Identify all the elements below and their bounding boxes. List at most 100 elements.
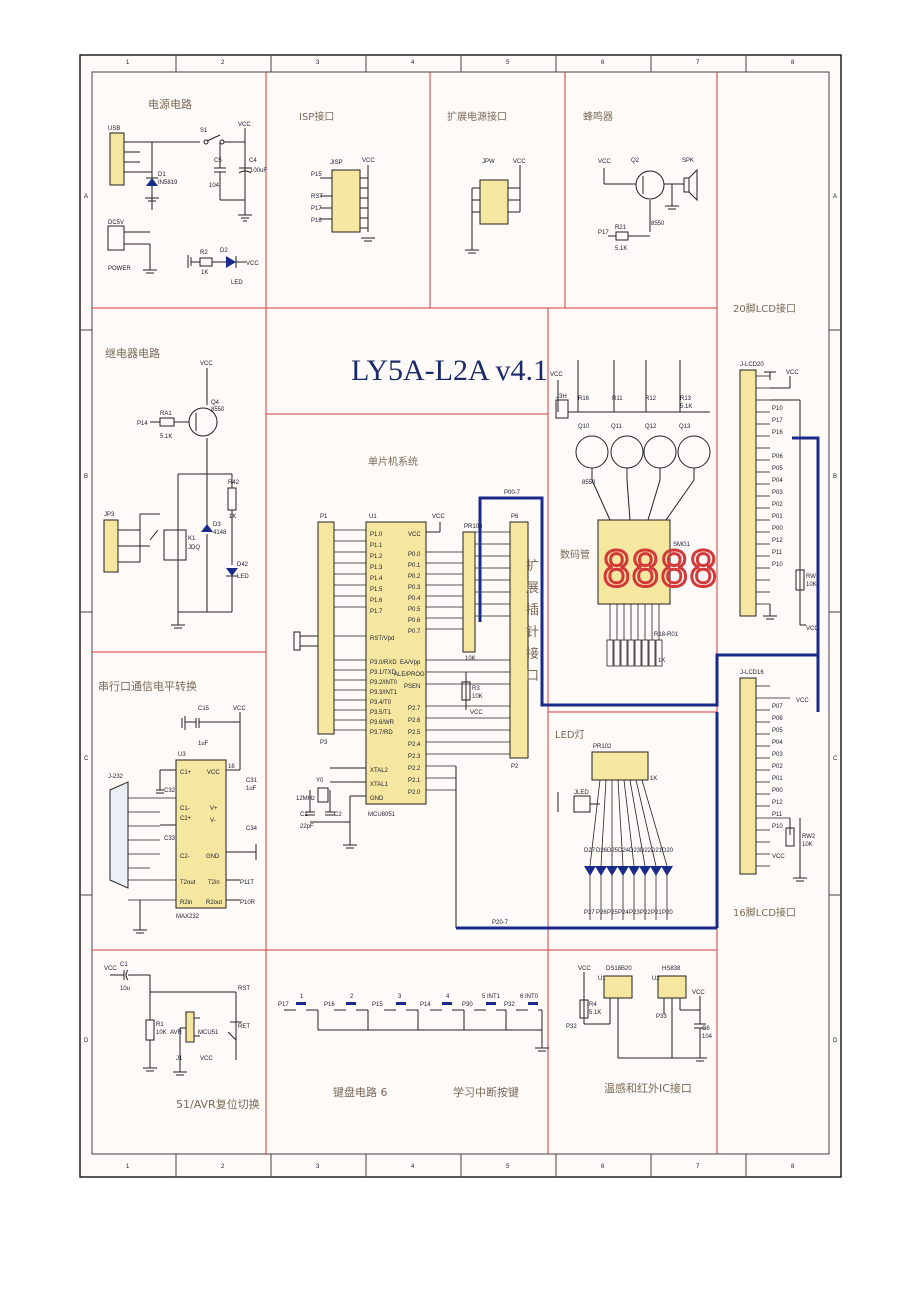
schematic-label: P06 (772, 716, 783, 722)
schematic-label: D27 (584, 848, 596, 854)
schematic-label: 4148 (213, 530, 227, 536)
reset-circuit (110, 969, 242, 1076)
schematic-label: 扩 (526, 559, 539, 574)
schematic-label: VCC (238, 122, 251, 128)
schematic-label: P2.0 (408, 790, 421, 796)
schematic-label: P3.6/WR (370, 720, 395, 726)
schematic-label: 5.1K (160, 434, 172, 440)
schematic-label: XTAL2 (370, 768, 389, 774)
schematic-label: JISP (330, 160, 343, 166)
schematic-label: R2in (180, 900, 192, 906)
schematic-label: VCC (470, 710, 483, 716)
schematic-label: VCC (408, 532, 421, 538)
schematic-label: R13 (680, 396, 692, 402)
schematic-label: MCU8051 (368, 812, 396, 818)
schematic-label: 接 (526, 646, 539, 662)
schematic-label: ALE/PROG (394, 672, 425, 678)
schematic-label: D25 (607, 848, 619, 854)
mcu-labels: U1 P1.0 P1.1 P1.2 P1.3 P1.4 P1.5 P1.6 P1… (296, 514, 519, 830)
schematic-label: P22 (640, 910, 651, 916)
isp-labels: JISP VCC P15 RST P17 P16 (311, 158, 375, 224)
schematic-label: P04 (772, 478, 783, 484)
row-label: B (833, 474, 837, 480)
schematic-label: MCU51 (198, 1030, 219, 1036)
schematic-label: P6 (511, 514, 519, 520)
lcd16-labels: J-LCD16 VCC P07 P06 P05 P04 P03 P02 P01 … (740, 670, 816, 860)
schematic-label: P0.5 (408, 607, 421, 613)
schematic-label: DC5V (108, 220, 124, 226)
schematic-label: P24 (618, 910, 629, 916)
schematic-label: HS838 (662, 966, 681, 972)
schematic-label: 10K (806, 582, 817, 588)
schematic-label: P2.6 (408, 718, 421, 724)
schematic-label: Q13 (679, 424, 691, 430)
ext-power-labels: JPW VCC (482, 159, 526, 165)
schematic-label: C4 (249, 158, 257, 164)
schematic-label: 10u (120, 986, 130, 992)
schematic-label: D20 (662, 848, 674, 854)
schematic-label: EA/Vpp (400, 660, 421, 666)
row-label: D (84, 1038, 89, 1044)
schematic-label: P2.7 (408, 706, 421, 712)
schematic-label: SPK (682, 158, 694, 164)
schematic-label: P02 (772, 764, 783, 770)
schematic-label: D24 (618, 848, 630, 854)
schematic-label: 10K (802, 842, 813, 848)
key-button-5 (486, 1002, 496, 1005)
section-title-reset: 51/AVR复位切换 (176, 1097, 260, 1111)
col-label: 4 (411, 1164, 415, 1170)
col-label: 6 (601, 1164, 605, 1170)
power-circuit (107, 128, 252, 274)
schematic-label: 10K (472, 694, 483, 700)
schematic-label: C2 (334, 812, 342, 818)
schematic-label: PR103 (464, 524, 483, 530)
schematic-label: IN5819 (158, 180, 178, 186)
schematic-label: P2.1 (408, 778, 421, 784)
schematic-label: P0.2 (408, 574, 421, 580)
serial-circuit (109, 712, 257, 934)
key-button-2 (346, 1002, 356, 1005)
schematic-label: P30 (462, 1002, 473, 1008)
section-title-keyboard: 键盘电路 6 (333, 1085, 388, 1099)
col-label: 5 (506, 60, 510, 66)
schematic-label: P3.1/TXD (370, 670, 397, 676)
schematic-label: C1 (300, 812, 308, 818)
schematic-label: C31 (246, 778, 258, 784)
section-title-seg7: 数码管 (560, 548, 590, 561)
schematic-label: P02 (772, 502, 783, 508)
buzzer-circuit (603, 168, 698, 241)
schematic-label: P15 (372, 1002, 383, 1008)
schematic-label: R16 (578, 396, 590, 402)
schematic-label: C1 (120, 962, 128, 968)
col-label: 7 (696, 1164, 700, 1170)
schematic-label: P2.2 (408, 766, 421, 772)
schematic-label: VCC (233, 706, 246, 712)
schematic-label: R2 (200, 250, 208, 256)
schematic-label: R12 (645, 396, 657, 402)
schematic-label: P3.4/T0 (370, 700, 392, 706)
schematic-label: P0.7 (408, 629, 421, 635)
schematic-label: P2.3 (408, 754, 421, 760)
schematic-label: P2.5 (408, 730, 421, 736)
section-title-relay: 继电器电路 (105, 347, 160, 360)
schematic-label: 5.1K (680, 404, 692, 410)
schematic-label: P1.1 (370, 543, 383, 549)
ext-power-header (465, 165, 521, 254)
schematic-label: C6 (702, 1026, 710, 1032)
schematic-label: 1uF (246, 786, 257, 792)
power-labels: USB S1 VCC C5 104 C4 100uF D1 IN5819 DC5… (108, 122, 267, 286)
schematic-label: R4 (589, 1002, 597, 1008)
schematic-label: 104 (702, 1034, 713, 1040)
schematic-label: P10 (772, 824, 783, 830)
border-labels: 1 2 3 4 5 6 7 8 1 2 3 4 5 6 7 8 A B C D … (84, 60, 838, 1170)
schematic-label: P11 (772, 812, 783, 818)
row-label: A (833, 194, 837, 200)
schematic-label: POWER (108, 266, 131, 272)
schematic-label: P05 (772, 728, 783, 734)
schematic-label: RA1 (160, 411, 172, 417)
schematic-label: P10 (772, 406, 783, 412)
section-title-sensor: 温感和红外IC接口 (604, 1082, 692, 1095)
schematic-label: VCC (692, 990, 705, 996)
schematic-label: P3.3/INT1 (370, 690, 398, 696)
schematic-label: 3 (398, 994, 402, 1000)
